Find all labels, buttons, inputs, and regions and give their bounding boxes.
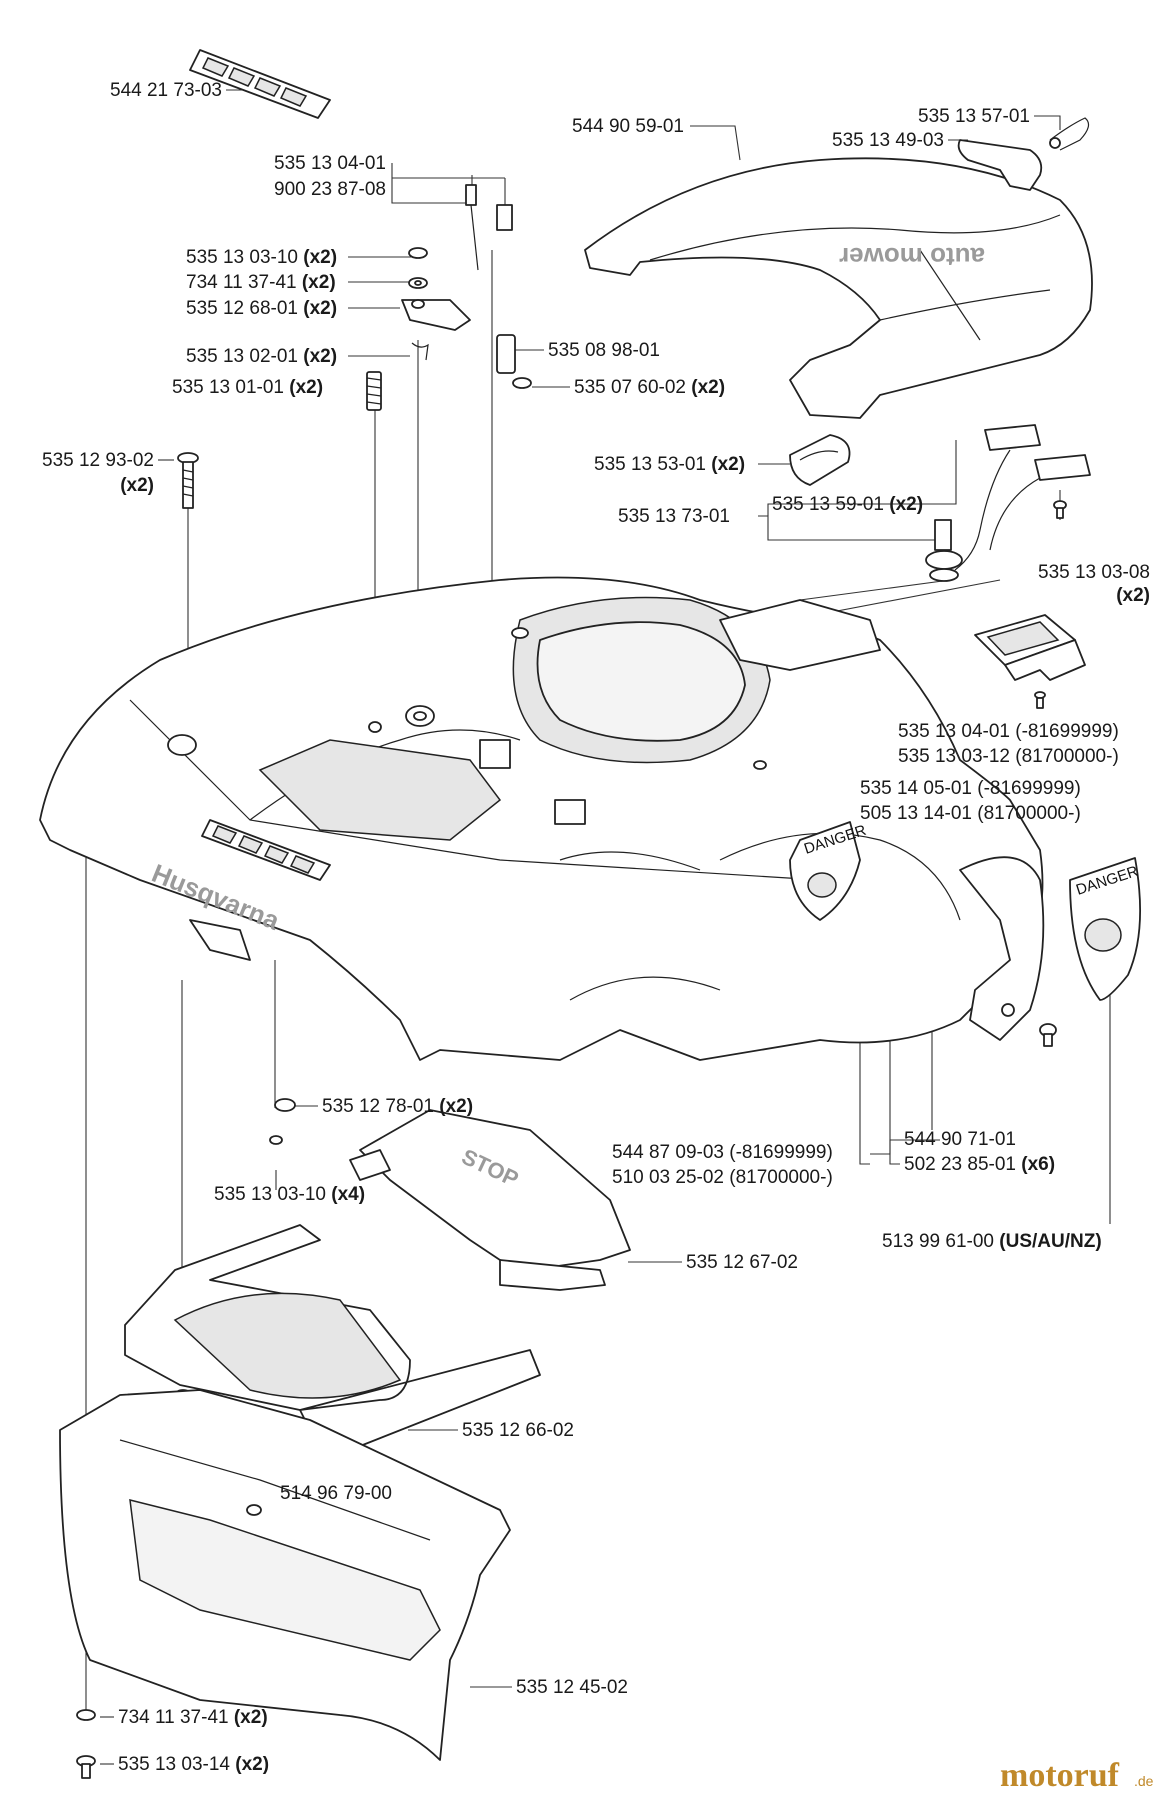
body-warning-decal xyxy=(201,819,331,881)
part-label-l11: 535 08 98-01 xyxy=(548,340,660,361)
part-label-l08: 734 11 37-41 (x2) xyxy=(186,272,336,293)
front-bumper xyxy=(59,1389,511,1779)
watermark-text: motoruf xyxy=(1000,1757,1120,1794)
part-label-l20: (x2) xyxy=(1116,585,1150,606)
hinge-clip xyxy=(789,434,851,486)
part-label-l29: 544 90 71-01 xyxy=(904,1129,1016,1150)
part-label-l28: 510 03 25-02 (81700000-) xyxy=(612,1167,833,1188)
part-label-l24: 505 13 14-01 (81700000-) xyxy=(860,803,1081,824)
part-label-l18: 535 13 73-01 xyxy=(618,506,730,527)
stop-cover: STOP xyxy=(269,1098,631,1291)
part-label-l09: 535 12 68-01 (x2) xyxy=(186,298,337,319)
part-label-l27: 544 87 09-03 (-81699999) xyxy=(612,1142,833,1163)
watermark: motoruf .de xyxy=(1000,1757,1154,1794)
part-label-l16: 535 13 53-01 (x2) xyxy=(594,454,745,475)
pad-bracket xyxy=(974,614,1086,709)
part-labels: 544 21 73-03 544 90 59-01 535 13 57-01 535 … xyxy=(42,80,1150,1775)
warning-decal-strip xyxy=(189,49,331,119)
rear-frame xyxy=(124,1224,541,1461)
part-label-l10: 535 13 02-01 (x2) xyxy=(186,346,337,367)
part-label-l25: 535 12 78-01 (x2) xyxy=(322,1096,473,1117)
part-label-l23: 535 14 05-01 (-81699999) xyxy=(860,778,1081,799)
part-label-l32: 535 12 67-02 xyxy=(686,1252,798,1273)
part-label-l31: 513 99 61-00 (US/AU/NZ) xyxy=(882,1231,1102,1252)
part-label-l37: 535 13 03-14 (x2) xyxy=(118,1754,269,1775)
sensor-assembly xyxy=(925,424,1091,582)
part-label-l22: 535 13 03-12 (81700000-) xyxy=(898,746,1119,767)
body-danger-decal: DANGER xyxy=(789,821,868,921)
part-label-l12: 535 13 01-01 (x2) xyxy=(172,377,323,398)
part-label-l33: 535 12 66-02 xyxy=(462,1420,574,1441)
main-body-shell xyxy=(39,576,1044,1061)
cable-tie xyxy=(465,184,513,271)
part-label-l15: (x2) xyxy=(120,475,154,496)
part-label-l14: 535 12 93-02 xyxy=(42,450,154,471)
part-label-l07: 535 13 03-10 (x2) xyxy=(186,247,337,268)
top-cover-lid: auto mower xyxy=(584,157,1093,419)
part-label-l06: 900 23 87-08 xyxy=(274,179,386,200)
part-label-l01: 544 21 73-03 xyxy=(110,80,222,101)
lid-handle xyxy=(957,117,1090,191)
part-label-l03: 535 13 57-01 xyxy=(918,106,1030,127)
side-panel xyxy=(959,856,1057,1047)
part-label-l05: 535 13 04-01 xyxy=(274,153,386,174)
part-label-l21: 535 13 04-01 (-81699999) xyxy=(898,721,1119,742)
danger-decal: DANGER xyxy=(1069,857,1141,1001)
auto-mower-logo: auto mower xyxy=(839,242,985,272)
part-label-l30: 502 23 85-01 (x6) xyxy=(904,1154,1055,1175)
part-label-l36: 734 11 37-41 (x2) xyxy=(118,1707,268,1728)
part-label-l02: 544 90 59-01 xyxy=(572,116,684,137)
part-label-l13: 535 07 60-02 (x2) xyxy=(574,377,725,398)
part-label-l19: 535 13 03-08 xyxy=(1038,562,1150,583)
small-fasteners xyxy=(177,247,1067,519)
part-label-l04: 535 13 49-03 xyxy=(832,130,944,151)
part-label-l26: 535 13 03-10 (x4) xyxy=(214,1184,365,1205)
part-label-l34: 514 96 79-00 xyxy=(280,1483,392,1504)
part-label-l35: 535 12 45-02 xyxy=(516,1677,628,1698)
part-label-l17: 535 13 59-01 (x2) xyxy=(772,494,923,515)
watermark-suffix: .de xyxy=(1134,1773,1154,1789)
